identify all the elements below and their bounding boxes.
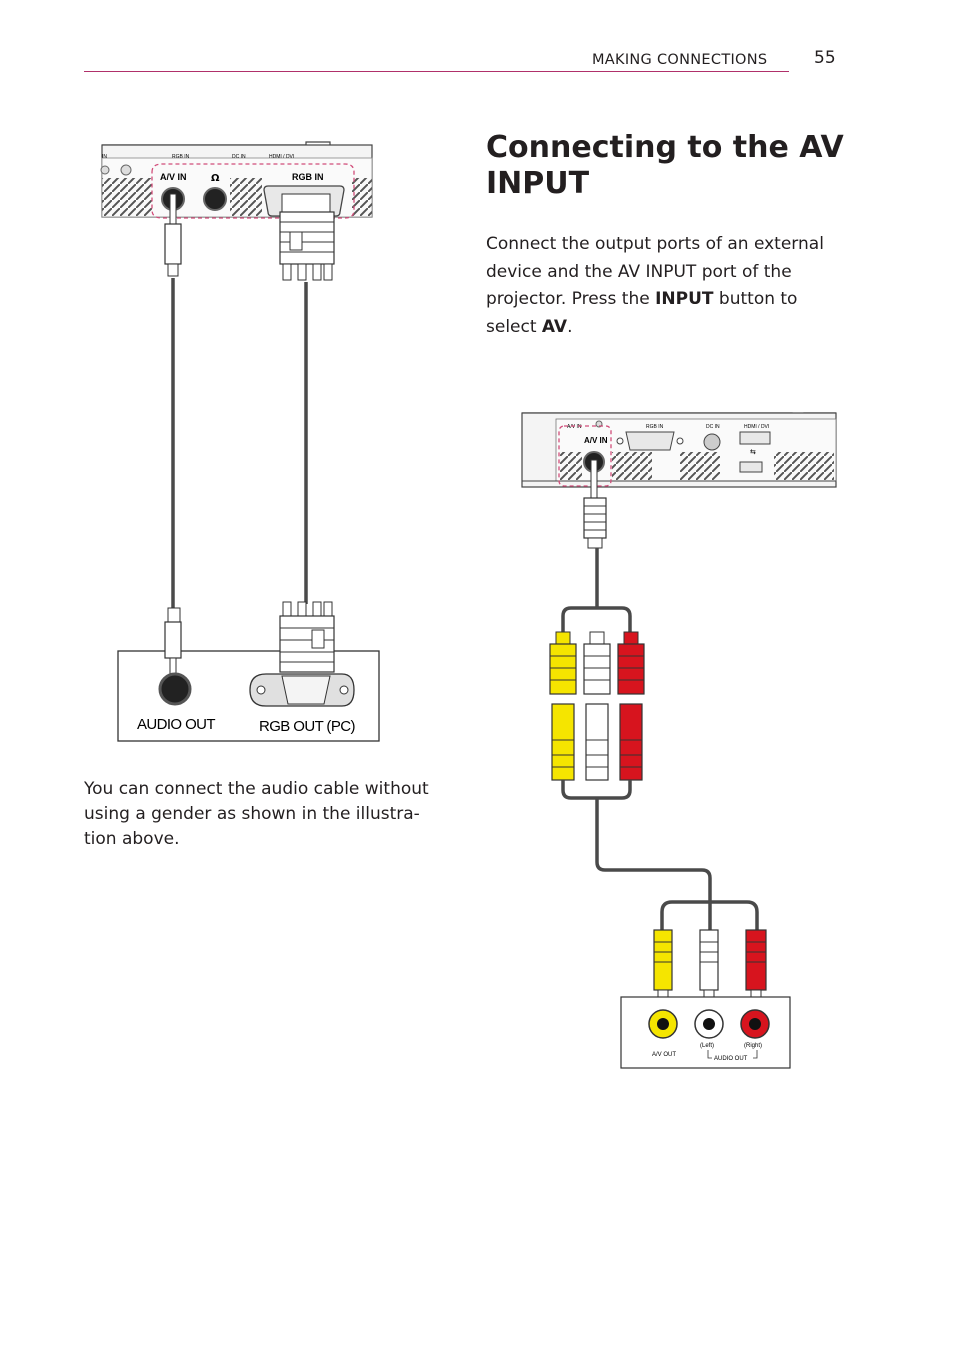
panel-label-dc-in-right: DC IN	[706, 424, 720, 430]
gender-adapter-yellow	[549, 631, 577, 781]
left-diagram: IN RGB IN DC IN HDMI / DVI A/V IN RGB IN…	[100, 141, 380, 742]
panel-label-in: IN	[102, 154, 107, 160]
audio-out-label-right: AUDIO OUT	[714, 1056, 748, 1062]
left-channel-label: (Left)	[700, 1043, 714, 1049]
av-keyword: AV	[541, 316, 568, 337]
headphone-icon: Ω	[211, 173, 220, 184]
rgb-in-port-label: RGB IN	[292, 172, 324, 182]
gender-adapter-white	[583, 631, 611, 781]
input-keyword: INPUT	[655, 289, 714, 309]
right-channel-label: (Right)	[744, 1043, 762, 1049]
audio-out-jack	[158, 672, 192, 706]
panel-label-av-in-right: A/V IN	[567, 424, 582, 430]
panel-label-dc-in: DC IN	[232, 154, 246, 160]
av-cable-bottom	[595, 798, 712, 930]
rca-plug-white	[699, 929, 719, 1009]
intro-paragraph: Connect the output ports of an external …	[486, 234, 824, 337]
panel-label-hdmi-right: HDMI / DVI	[744, 424, 769, 430]
page-number: 55	[814, 48, 836, 68]
projector-back-panel-right: A/V IN RGB IN DC IN HDMI / DVI ⇆	[521, 412, 837, 488]
right-diagram: A/V IN RGB IN DC IN HDMI / DVI ⇆ A/V IN	[521, 412, 837, 1069]
usb-port-right	[739, 461, 763, 473]
header-rule	[84, 71, 789, 72]
usb-icon: ⇆	[750, 448, 756, 456]
hdmi-port-right	[739, 431, 771, 445]
ports-highlight	[151, 163, 355, 219]
audio-plug-top	[164, 193, 182, 277]
av-in-port-label-right: A/V IN	[584, 436, 608, 445]
rca-plug-yellow	[653, 929, 673, 1009]
page-title: Connecting to the AV INPUT	[486, 130, 844, 201]
vga-plug-bottom	[279, 601, 335, 673]
vga-plug-top	[279, 193, 335, 281]
note-paragraph: You can connect the audio cable without …	[84, 779, 429, 849]
headphone-jack	[203, 187, 227, 211]
dc-in-port-right	[703, 433, 721, 451]
rgb-out-label: RGB OUT (PC)	[259, 718, 355, 735]
section-title: MAKING CONNECTIONS	[592, 52, 768, 68]
audio-out-label: AUDIO OUT	[137, 716, 215, 733]
panel-label-rgb-in-right: RGB IN	[646, 424, 664, 430]
panel-label-rgb-in: RGB IN	[172, 154, 190, 160]
rca-plug-red	[745, 929, 767, 1009]
audio-plug-bottom	[164, 607, 182, 683]
gender-adapter-red	[617, 631, 645, 781]
av-in-port-label: A/V IN	[160, 172, 187, 182]
av-plug	[583, 459, 607, 549]
panel-label-hdmi: HDMI / DVI	[269, 154, 294, 160]
av-port-highlight	[558, 425, 612, 487]
av-out-label: A/V OUT	[652, 1052, 676, 1058]
rgb-in-port-right	[625, 431, 675, 451]
